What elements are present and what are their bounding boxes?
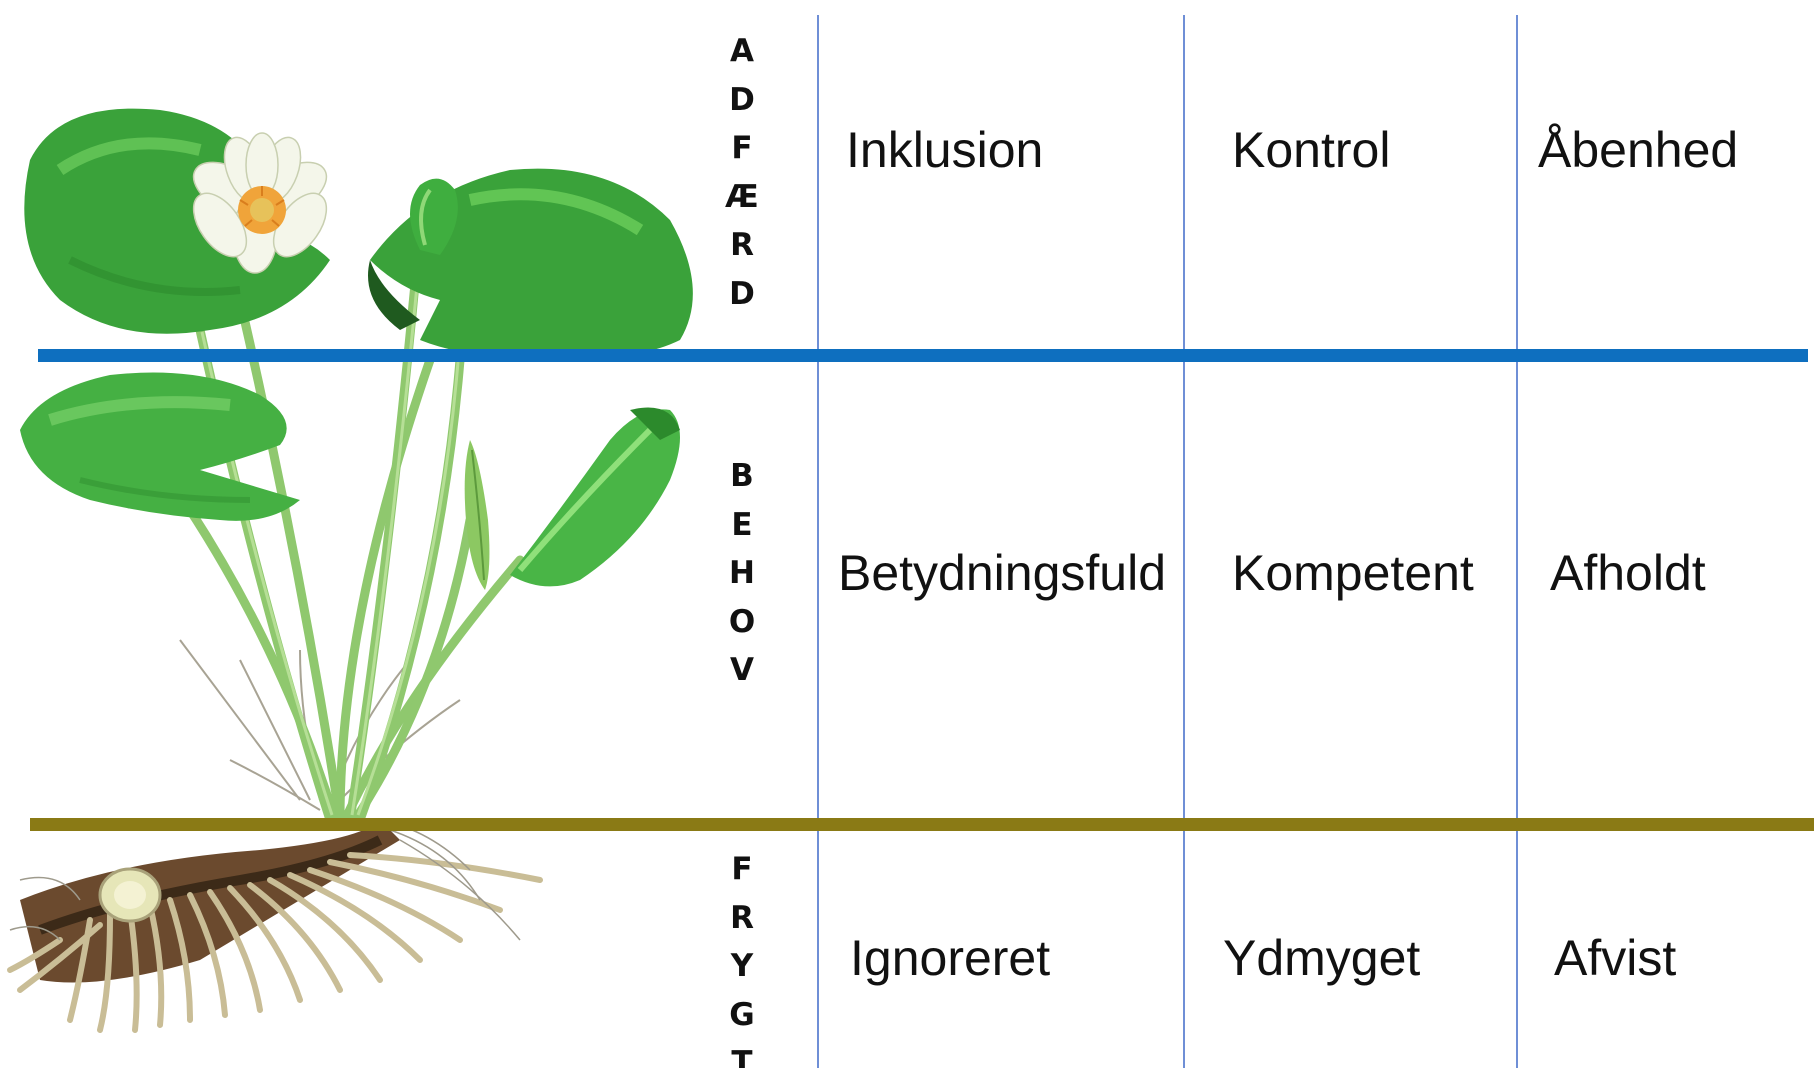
row-label-letter: R [730,221,754,270]
row-label-letter: O [729,598,755,647]
row-label-letter: Æ [725,173,759,222]
rhizome-roots [10,820,540,1030]
row-label-letter: E [731,501,752,550]
row-label-letter: R [730,894,754,943]
row-label-fears: F R Y G T [722,845,762,1068]
cell-openness-behavior: Åbenhed [1538,122,1738,178]
row-label-letter: B [730,452,754,501]
row-label-behavior: A D F Æ R D [722,27,762,318]
row-label-letter: G [729,991,754,1040]
cell-control-behavior: Kontrol [1232,122,1390,178]
leaf-folded-right [510,408,680,587]
column-divider-2 [1183,15,1185,1068]
row-label-letter: D [729,76,755,125]
cell-openness-fears: Afvist [1554,930,1676,986]
row-label-letter: A [730,27,754,76]
row-label-letter: F [731,845,752,894]
row-label-letter: H [729,549,755,598]
water-lily-illustration [0,0,720,1068]
column-divider-1 [817,15,819,1068]
row-label-letter: D [729,270,755,319]
cell-control-needs: Kompetent [1232,545,1474,601]
row-label-needs: B E H O V [722,452,762,695]
cell-inclusion-fears: Ignoreret [850,930,1050,986]
row-label-letter: T [731,1039,752,1068]
cell-inclusion-behavior: Inklusion [846,122,1043,178]
leaf-narrow-submerged [465,440,490,590]
divider-needs-fears [30,818,1814,831]
row-label-letter: F [731,124,752,173]
divider-behavior-needs [38,349,1808,362]
column-divider-3 [1516,15,1518,1068]
row-label-letter: V [730,646,754,695]
cell-inclusion-needs: Betydningsfuld [838,545,1166,601]
cell-control-fears: Ydmyget [1223,930,1420,986]
row-label-letter: Y [731,942,753,991]
cell-openness-needs: Afholdt [1550,545,1706,601]
leaf-middle-left [20,373,300,521]
